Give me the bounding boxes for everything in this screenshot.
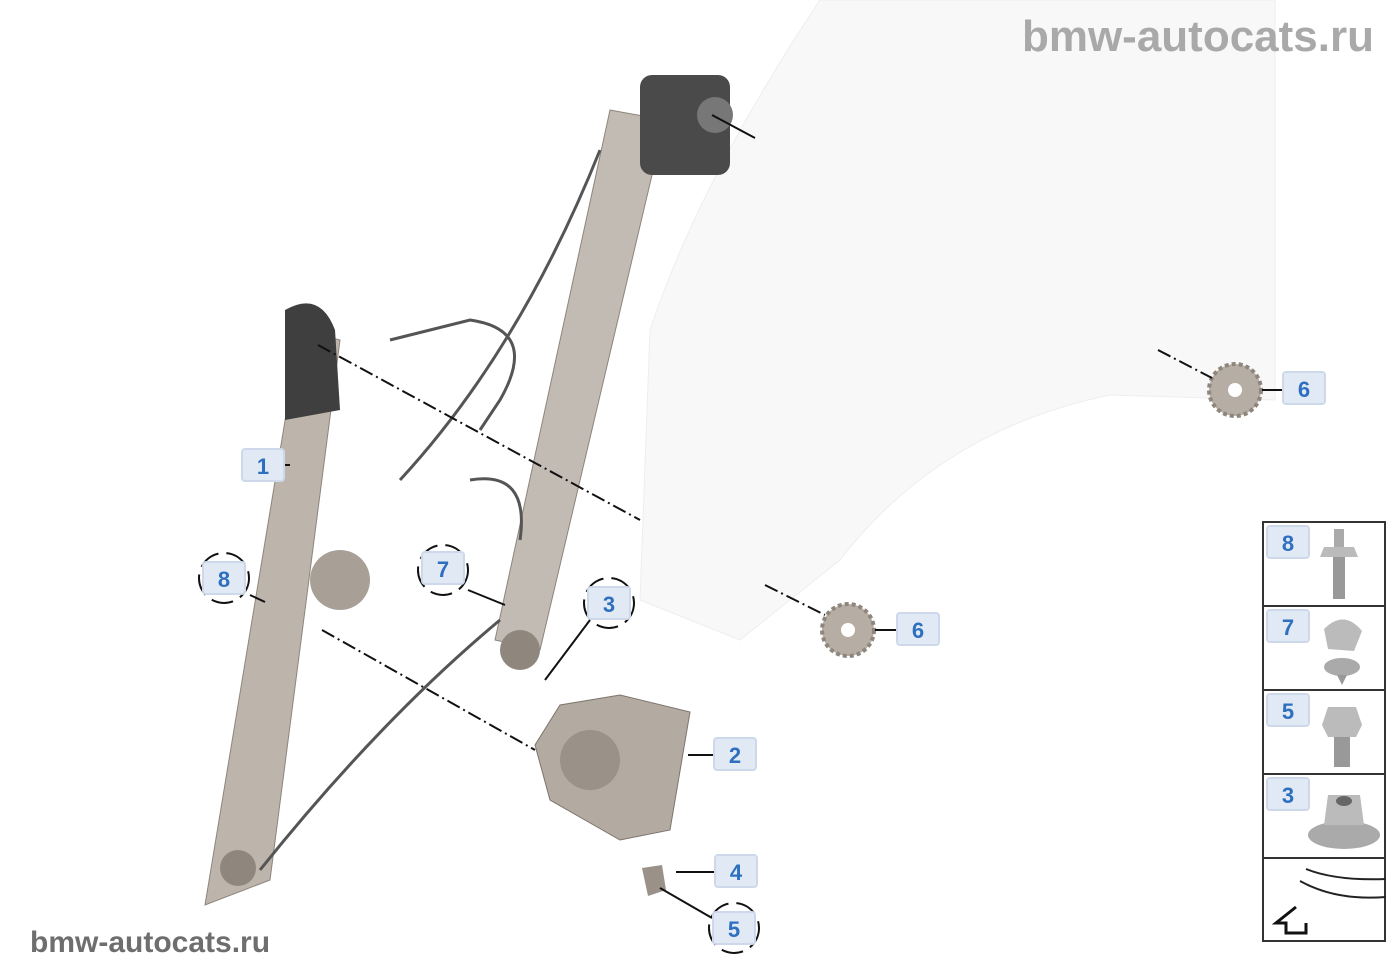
left-rail xyxy=(204,329,341,906)
hex-bolt-icon xyxy=(1322,707,1362,767)
legend-label: 3 xyxy=(1266,777,1310,811)
callout-8[interactable]: 8 xyxy=(202,561,246,595)
lower-left-pulley xyxy=(220,850,256,886)
drive-hub xyxy=(310,550,370,610)
left-guide-block xyxy=(285,303,340,420)
dash-dot-leader-lines xyxy=(317,344,1213,751)
legend-item-5[interactable]: 5 xyxy=(1264,691,1384,775)
collar-nut-icon xyxy=(1308,795,1380,849)
cable-clip-icon xyxy=(1324,619,1362,685)
watermark-bottom: bmw-autocats.ru xyxy=(30,926,271,959)
callout-6-lower[interactable]: 6 xyxy=(896,612,940,646)
motor-gear-housing xyxy=(560,730,620,790)
callout-1[interactable]: 1 xyxy=(241,448,285,482)
legend-label: 8 xyxy=(1266,525,1310,559)
guide-gear-lower xyxy=(820,602,876,658)
dashed-callout-circles xyxy=(198,544,760,954)
legend-label: 7 xyxy=(1266,609,1310,643)
callout-3[interactable]: 3 xyxy=(587,586,631,620)
callout-7[interactable]: 7 xyxy=(421,551,465,585)
right-rail xyxy=(494,109,666,651)
legend-item-7[interactable]: 7 xyxy=(1264,607,1384,691)
legend-item-8[interactable]: 8 xyxy=(1264,523,1384,607)
legend-item-3[interactable]: 3 xyxy=(1264,775,1384,859)
callout-2[interactable]: 2 xyxy=(713,737,757,771)
watermark-top: bmw-autocats.ru xyxy=(1021,12,1374,61)
lower-right-pulley xyxy=(500,630,540,670)
leader-lines xyxy=(249,114,1285,919)
callout-6-upper[interactable]: 6 xyxy=(1282,371,1326,405)
fastener-legend: 8 7 5 3 xyxy=(1262,521,1386,942)
cable xyxy=(258,149,602,871)
window-glass xyxy=(639,0,1276,641)
guide-gear-upper xyxy=(1207,362,1263,418)
callout-5[interactable]: 5 xyxy=(712,911,756,945)
callout-4[interactable]: 4 xyxy=(714,854,758,888)
grommet xyxy=(642,865,666,896)
car-orientation-icon xyxy=(1271,868,1386,935)
legend-label: 5 xyxy=(1266,693,1310,727)
stud-bolt-icon xyxy=(1320,529,1358,599)
orientation-arrow-car xyxy=(1264,859,1386,940)
upper-pulley xyxy=(697,97,733,133)
